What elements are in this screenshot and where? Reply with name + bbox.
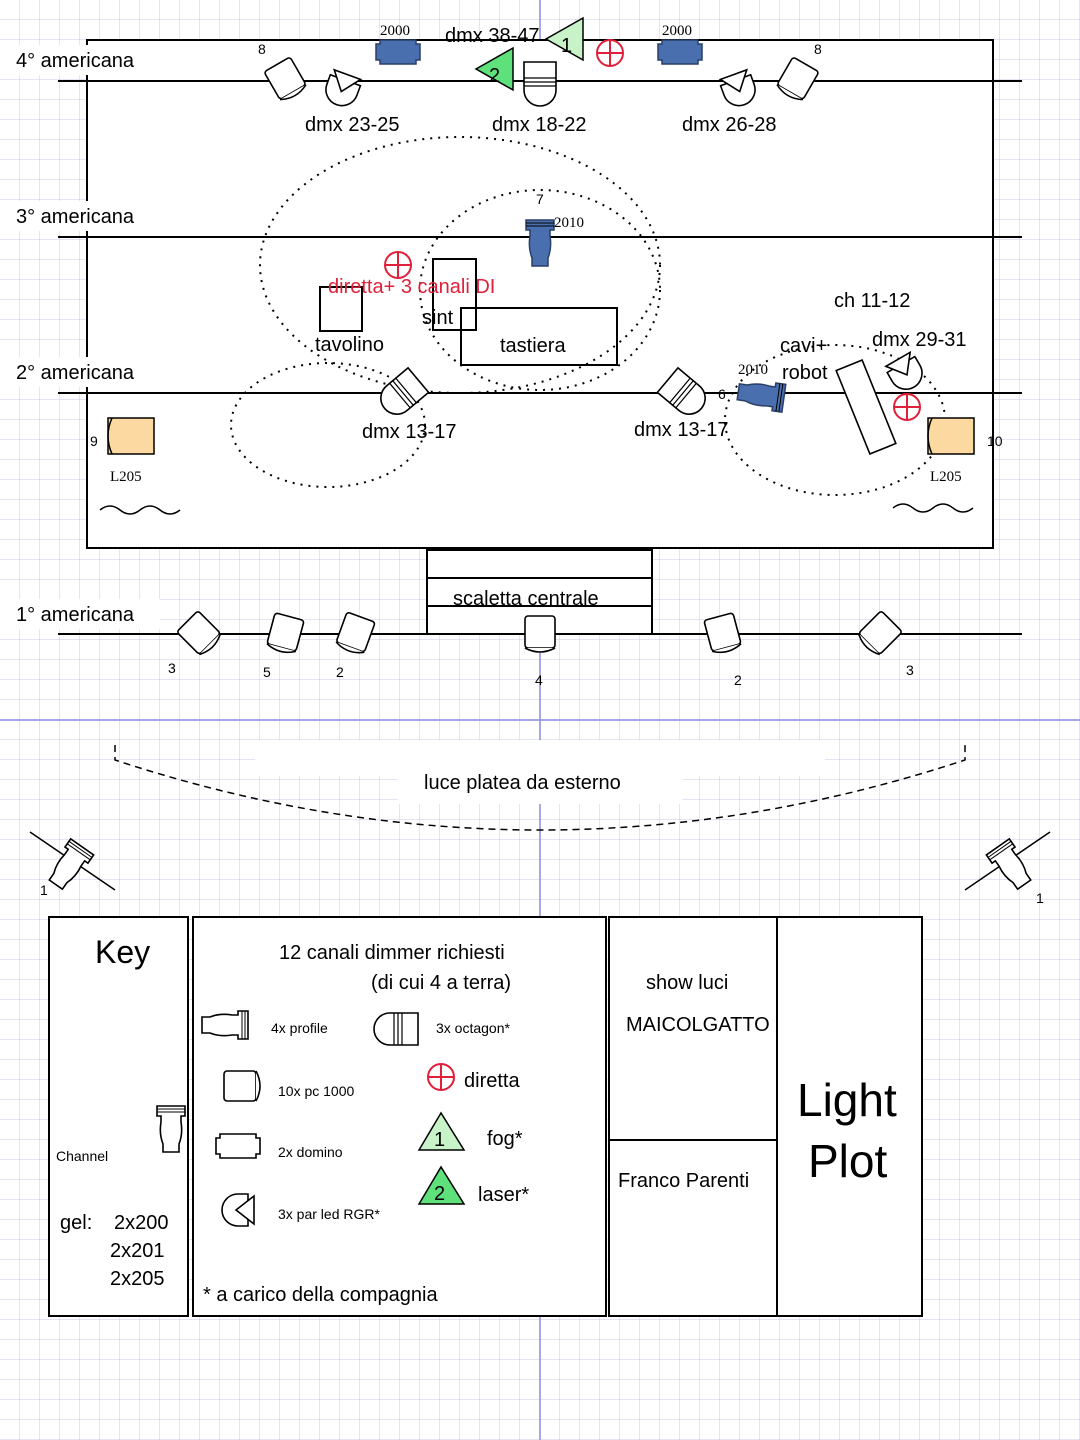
dmx-label: dmx 23-25: [305, 114, 400, 136]
floor-pc-left: [107, 417, 155, 455]
pipe-label-1: 1° americana: [16, 604, 135, 626]
channel-number: 3: [168, 660, 176, 676]
channel-number: 6: [718, 386, 726, 402]
diretta-icon: [893, 393, 921, 421]
diretta-icon: [384, 251, 412, 279]
gel-item: 2x201: [110, 1240, 165, 1262]
laser-icon: [474, 46, 514, 92]
channel-number: 7: [536, 191, 544, 207]
stage: [86, 39, 994, 549]
gel-label: L205: [110, 469, 142, 485]
domino-fixture: [375, 39, 421, 65]
legend-fog: fog*: [487, 1128, 523, 1150]
cables-label-2: robot: [782, 362, 828, 384]
channel-number: 5: [263, 664, 271, 680]
channel-number: 10: [987, 433, 1003, 449]
dmx-label: dmx 18-22: [492, 114, 587, 136]
legend-diretta: diretta: [464, 1070, 520, 1092]
channel-number: 2: [734, 672, 742, 688]
legend-parled: 3x par led RGR*: [278, 1206, 380, 1222]
legend-laser: laser*: [478, 1184, 529, 1206]
side-profile-left: [29, 831, 116, 894]
channel-range-label: ch 11-12: [834, 290, 910, 312]
octagon-legend-icon: [373, 1012, 419, 1046]
octagon-icon: [523, 61, 557, 107]
dmx-label: dmx 29-31: [872, 329, 967, 351]
pipe-label-4: 4° americana: [16, 50, 135, 72]
channel-number: 8: [814, 41, 822, 57]
audience-light-label: luce platea da esterno: [424, 772, 621, 794]
fog-legend-icon: [417, 1111, 466, 1151]
channel-number: 2: [336, 664, 344, 680]
legend-profile: 4x profile: [271, 1020, 328, 1036]
fog-number: 1: [561, 35, 572, 57]
fog-legend-number: 1: [434, 1129, 445, 1151]
channel-number: 9: [90, 433, 98, 449]
tavolino-table: [319, 286, 363, 332]
profile-power: 2010: [554, 215, 584, 231]
channel-number: 3: [906, 662, 914, 678]
diretta-icon: [596, 39, 624, 67]
show-label: show luci: [646, 972, 728, 994]
legend-pc: 10x pc 1000: [278, 1083, 354, 1099]
fog-machine-icon: [544, 16, 584, 62]
pipe-label-2: 2° americana: [16, 362, 135, 384]
company-name: MAICOLGATTO: [626, 1014, 770, 1036]
robot-box: [835, 358, 897, 456]
stairs-label: scaletta centrale: [453, 588, 599, 610]
channel-number: 4: [535, 672, 543, 688]
key-title: Key: [95, 934, 150, 970]
channel-number: 8: [258, 41, 266, 57]
legend-octagon: 3x octagon*: [436, 1020, 510, 1036]
par-led-legend-icon: [221, 1193, 255, 1227]
floor-wave-icon: [99, 503, 974, 515]
tavolino-label: tavolino: [315, 334, 384, 356]
domino-fixture: [657, 39, 703, 65]
dimmer-floor-note: (di cui 4 a terra): [371, 972, 511, 994]
audience-light-area: [114, 745, 966, 831]
gel-label: L205: [930, 469, 962, 485]
laser-number: 2: [489, 65, 500, 87]
dimmer-channels-note: 12 canali dimmer richiesti: [279, 942, 505, 964]
channel-number: 1: [40, 882, 48, 898]
pc-legend-icon: [223, 1070, 261, 1102]
plot-title-line1: Light: [797, 1074, 897, 1126]
laser-legend-icon: [417, 1165, 466, 1205]
legend-boxes: [48, 916, 923, 1317]
diretta-legend-icon: [427, 1063, 455, 1091]
pipe-label-3: 3° americana: [16, 206, 135, 228]
profile-power: 2010: [738, 362, 768, 378]
channel-number: 1: [1036, 890, 1044, 906]
synth-label: sint: [422, 307, 454, 329]
domino-power: 2000: [380, 23, 410, 39]
keyboard-label: tastiera: [500, 335, 566, 357]
laser-legend-number: 2: [434, 1183, 445, 1205]
gel-item: 2x200: [114, 1212, 169, 1234]
domino-legend-icon: [215, 1133, 261, 1159]
company-supplied-note: * a carico della compagnia: [203, 1284, 438, 1306]
keyboard: [460, 307, 618, 366]
dmx-label: dmx 13-17: [362, 421, 457, 443]
venue-name: Franco Parenti: [618, 1170, 749, 1192]
domino-power: 2000: [662, 23, 692, 39]
dmx-label: dmx 26-28: [682, 114, 777, 136]
floor-pc-right: [927, 417, 975, 455]
dmx-label: dmx 13-17: [634, 419, 729, 441]
channel-label: Channel: [56, 1148, 108, 1164]
side-profile-right: [964, 831, 1051, 894]
stair-steps: [427, 577, 652, 607]
gel-item: 2x205: [110, 1268, 165, 1290]
diretta-note: diretta+ 3 canali DI: [328, 276, 495, 298]
dmx-label: dmx 38-47: [445, 25, 540, 47]
legend-domino: 2x domino: [278, 1144, 343, 1160]
cables-label: cavi+: [780, 335, 827, 357]
gel-key-label: gel:: [60, 1212, 92, 1234]
synth: [432, 258, 477, 331]
plot-title-line2: Plot: [808, 1135, 887, 1187]
